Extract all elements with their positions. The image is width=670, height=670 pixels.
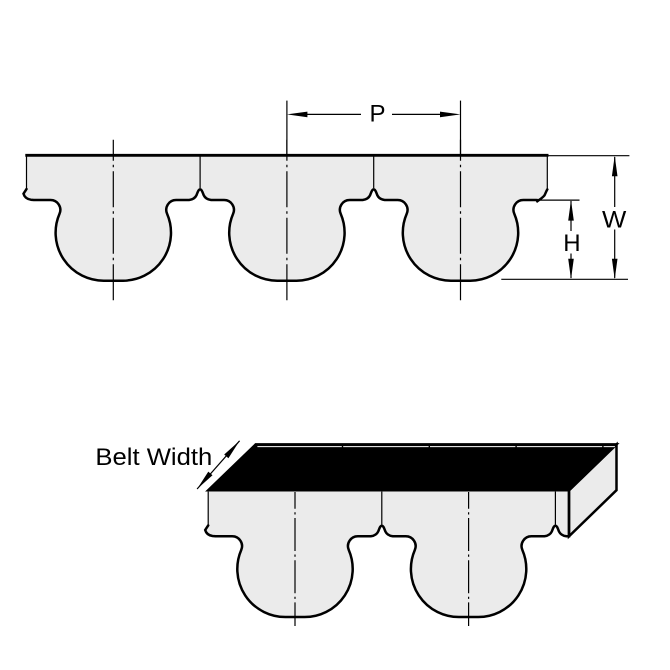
svg-text:H: H (563, 230, 580, 257)
svg-text:W: W (602, 206, 627, 233)
svg-text:P: P (369, 101, 385, 128)
svg-text:Belt Width: Belt Width (95, 444, 212, 471)
